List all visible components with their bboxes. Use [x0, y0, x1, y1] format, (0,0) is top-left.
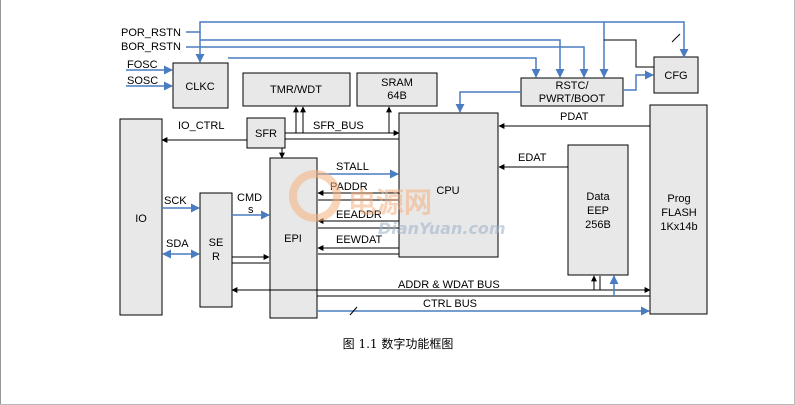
data-eep-label-line3: 256B	[585, 219, 611, 231]
clkc-block	[172, 62, 229, 109]
rstc-label-line2: PWRT/BOOT	[539, 93, 606, 105]
sfr-bus-label: SFR_BUS	[313, 120, 364, 132]
cmds-label-line2: s	[248, 204, 254, 216]
sfr-block	[246, 117, 286, 149]
cfg-feedback-wire	[604, 39, 654, 68]
edat-label: EDAT	[518, 152, 547, 164]
ser-label-line2: R	[212, 251, 220, 263]
data-eep-block	[567, 144, 629, 276]
data-eep-label-line1: Data	[586, 191, 610, 203]
rstc-to-cfg-wire	[623, 70, 654, 91]
bor-rstn-label: BOR_RSTN	[121, 41, 181, 53]
prog-flash-label-line1: Prog	[667, 193, 690, 205]
cfg-bus-slash	[671, 33, 681, 43]
eeaddr-label: EEADDR	[336, 209, 382, 221]
pdat-label: PDAT	[560, 111, 589, 123]
watermark-cn: 电源网	[348, 186, 432, 219]
sram-label-line1: SRAM	[381, 77, 413, 89]
rstc-to-cpu-wire	[455, 91, 521, 113]
cmds-label-line1: CMD	[237, 192, 262, 204]
io-label: IO	[135, 213, 147, 225]
eewdat-label: EEWDAT	[336, 234, 383, 246]
rstc-label-line1: RSTC/	[556, 80, 590, 92]
rstc-block	[520, 77, 624, 107]
por-rstn-label: POR_RSTN	[121, 27, 181, 39]
watermark-logo-icon	[289, 170, 341, 222]
io-ctrl-label: IO_CTRL	[178, 120, 224, 132]
tmr-wdt-block	[242, 72, 351, 107]
io-block	[119, 118, 163, 316]
ctrl-bus-slash	[349, 306, 358, 316]
cpu-label: CPU	[436, 185, 459, 197]
watermark-en: DianYuan.com	[378, 219, 506, 238]
cpu-block	[398, 112, 499, 258]
prog-flash-block	[649, 104, 708, 315]
cfg-block	[653, 56, 699, 94]
bor-rstn-wire	[186, 46, 589, 78]
clk-to-rstc-wire	[228, 57, 541, 78]
sram-block	[356, 72, 438, 107]
clkc-label: CLKC	[185, 81, 214, 93]
data-eep-label-line2: EEP	[587, 205, 609, 217]
prog-flash-label-line2: FLASH	[661, 207, 697, 219]
sda-label: SDA	[166, 238, 189, 250]
ser-label-line1: SE	[209, 237, 224, 249]
por-rstn-wire	[186, 21, 689, 58]
ser-block	[199, 192, 233, 308]
sram-label-line2: 64B	[387, 90, 407, 102]
prog-flash-label-line3: 1Kx14b	[660, 221, 697, 233]
epi-label: EPI	[284, 233, 302, 245]
figure-caption: 图 1.1 数字功能框图	[343, 336, 454, 351]
stall-label: STALL	[336, 161, 369, 173]
reset-rail-wire	[200, 39, 565, 78]
ctrl-bus-label: CTRL BUS	[423, 298, 477, 310]
sosc-label: SOSC	[127, 75, 158, 87]
fosc-label: FOSC	[127, 59, 158, 71]
cfg-label: CFG	[664, 70, 687, 82]
addr-wdat-bus-label: ADDR & WDAT BUS	[398, 279, 500, 291]
sfr-label: SFR	[255, 128, 277, 140]
tmr-wdt-label: TMR/WDT	[270, 84, 322, 96]
sck-label: SCK	[164, 195, 187, 207]
